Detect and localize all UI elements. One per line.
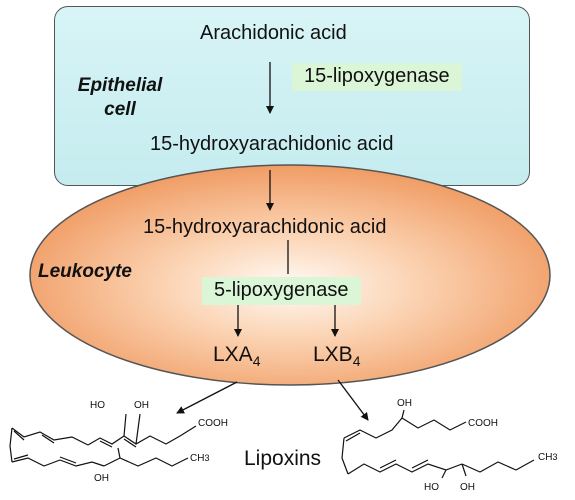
lxb4-label: LXB4 (313, 344, 361, 372)
lxb4-ch3-sub: 3 (552, 452, 558, 462)
lxa4-oh-label: OH (134, 400, 149, 411)
epithelial-label-line2: cell (104, 99, 136, 120)
15-hete-epithelial-label: 15-hydroxyarachidonic acid (150, 133, 394, 155)
15-hete-leukocyte-label: 15-hydroxyarachidonic acid (143, 216, 387, 238)
lxa4-oh-bottom-label: OH (94, 473, 109, 484)
epithelial-cell-label: Epithelial cell (64, 74, 176, 122)
lxb4-subscript: 4 (352, 353, 361, 370)
leukocyte-label: Leukocyte (38, 261, 132, 282)
leukocyte-ellipse (29, 164, 551, 386)
lxa4-subscript: 4 (252, 353, 261, 370)
arrow-lxb4-to-structure (337, 379, 369, 421)
epithelial-cell-box (54, 6, 530, 186)
lxb4-cooh-label: COOH (468, 418, 498, 429)
lxa4-ch-text: CH (190, 453, 205, 464)
epithelial-label-line1: Epithelial (77, 75, 163, 96)
lxb4-ch-text: CH (538, 452, 553, 463)
lxa4-ch3-sub: 3 (204, 453, 210, 463)
lxa4-label: LXA4 (213, 344, 261, 372)
lxb4-ho-bottom-label: HO (424, 482, 439, 493)
lxa4-structure (9, 413, 197, 467)
lxb4-text: LXB (313, 343, 353, 366)
lxa4-ho-label: HO (90, 400, 105, 411)
lipoxins-label: Lipoxins (244, 447, 322, 470)
arrow-lxa4-to-structure (176, 381, 238, 414)
5-lipoxygenase-enzyme: 5-lipoxygenase (202, 277, 361, 305)
lxb4-ch3-label: CH3 (538, 451, 557, 464)
lxb4-oh-top-label: OH (397, 398, 412, 409)
lxa4-text: LXA (213, 343, 253, 366)
lxa4-cooh-label: COOH (198, 418, 228, 429)
lxb4-oh-bottom-label: OH (460, 482, 475, 493)
lxa4-ch3-label: CH3 (190, 452, 209, 465)
15-lipoxygenase-enzyme: 15-lipoxygenase (292, 63, 462, 91)
lxb4-structure (341, 409, 535, 479)
arachidonic-acid-label: Arachidonic acid (200, 22, 347, 44)
